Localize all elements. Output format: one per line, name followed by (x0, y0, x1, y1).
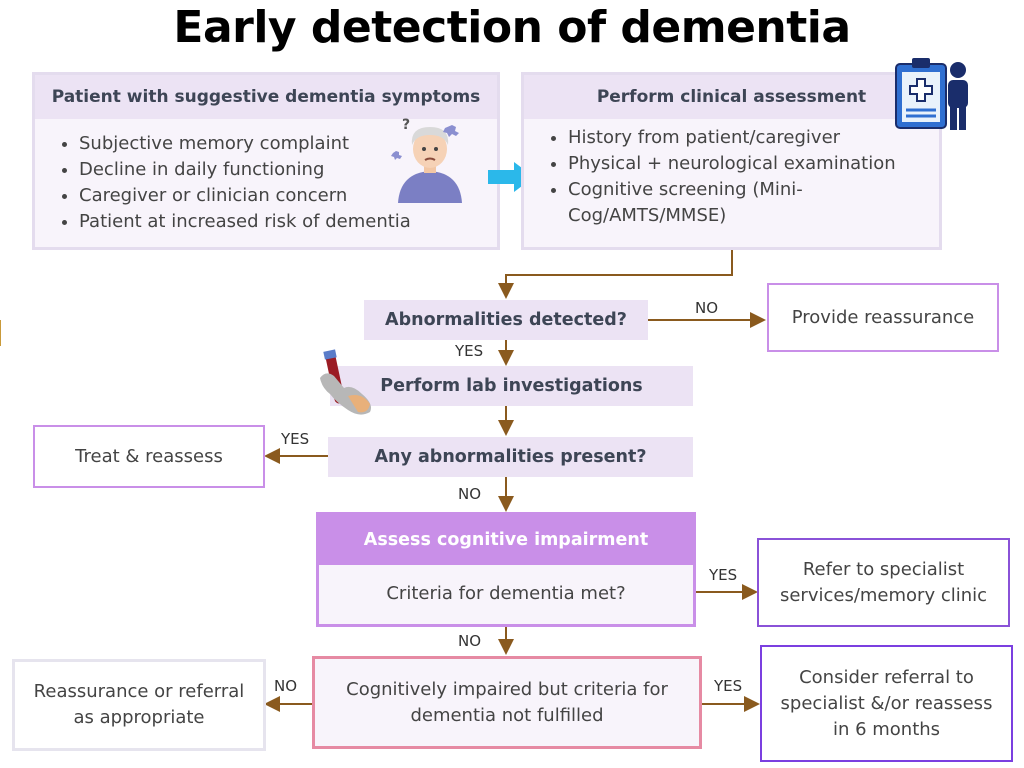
assess-cognitive-card: Assess cognitive impairment Criteria for… (316, 512, 696, 627)
yes-label: YES (455, 342, 484, 360)
connector-assessment-to-abnormalities (498, 250, 733, 299)
consider-referral-box: Consider referral to specialist &/or rea… (760, 645, 1013, 762)
yes-label: YES (714, 677, 743, 695)
perform-lab-node: Perform lab investigations (330, 366, 693, 406)
assess-cognitive-heading: Assess cognitive impairment (319, 515, 693, 565)
no-label: NO (458, 632, 482, 650)
symptom-item: Caregiver or clinician concern (79, 183, 497, 209)
yes-label: YES (281, 430, 310, 448)
assessment-item: Cognitive screening (Mini-Cog/AMTS/MMSE) (568, 177, 828, 229)
criteria-met-question: Criteria for dementia met? (319, 565, 693, 623)
symptom-item: Subjective memory complaint (79, 131, 497, 157)
abnormalities-detected-node: Abnormalities detected? (364, 300, 648, 340)
clinician-clipboard-icon (892, 54, 974, 134)
svg-text:?: ? (402, 117, 410, 133)
symptoms-heading: Patient with suggestive dementia symptom… (35, 75, 497, 119)
treat-reassess-box: Treat & reassess (33, 425, 265, 488)
no-label: NO (695, 299, 719, 317)
symptom-item: Patient at increased risk of dementia (79, 209, 497, 235)
yes-label: YES (709, 566, 738, 584)
assessment-item: Physical + neurological examination (568, 151, 929, 177)
refer-specialist-box: Refer to specialist services/memory clin… (757, 538, 1010, 627)
symptom-item: Decline in daily functioning (79, 157, 497, 183)
assessment-list: History from patient/caregiver Physical … (524, 125, 939, 229)
confused-patient-icon: ? (390, 115, 470, 205)
assessment-item: History from patient/caregiver (568, 125, 929, 151)
symptoms-list: Subjective memory complaint Decline in d… (35, 131, 497, 235)
no-label: NO (274, 677, 298, 695)
assessment-card: Perform clinical assessment History from… (521, 72, 942, 250)
reassurance-referral-box: Reassurance or referral as appropriate (12, 659, 266, 751)
no-label: NO (458, 485, 482, 503)
assessment-heading: Perform clinical assessment (524, 75, 939, 119)
provide-reassurance-box: Provide reassurance (767, 283, 999, 352)
any-abnormalities-node: Any abnormalities present? (328, 437, 693, 477)
page-title: Early detection of dementia (173, 2, 851, 53)
test-tube-icon (318, 348, 380, 418)
cognitively-impaired-box: Cognitively impaired but criteria for de… (312, 656, 702, 749)
